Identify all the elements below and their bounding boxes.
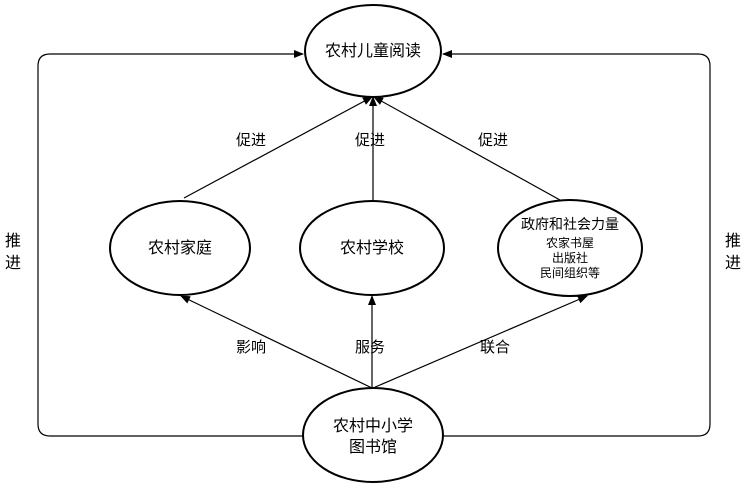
node-label-top: 农村儿童阅读	[324, 41, 421, 60]
edge-family-to-reading	[183, 96, 373, 199]
side-char: 推	[4, 231, 21, 250]
edge-label-promote: 促进	[355, 131, 386, 149]
edge-label-unite: 联合	[480, 338, 511, 356]
side-char: 进	[4, 253, 21, 272]
node-rural-school-library	[302, 387, 444, 483]
edge-right-loop	[442, 50, 711, 437]
node-label-library-line1: 农村中小学	[332, 416, 413, 435]
edge-left-loop	[37, 50, 304, 437]
node-label-family: 农村家庭	[147, 238, 212, 257]
node-label-school: 农村学校	[339, 238, 404, 257]
edge-gov-to-reading	[373, 96, 561, 201]
side-label-left: 推 进	[4, 230, 22, 274]
node-government-social-forces	[497, 199, 643, 297]
node-label-library-line2: 图书馆	[348, 437, 397, 456]
edge-library-to-gov	[372, 295, 588, 389]
edge-label-influence: 影响	[236, 338, 267, 356]
edge-label-serve: 服务	[355, 338, 386, 356]
edge-label-promote: 促进	[236, 131, 267, 149]
node-label-gov-item: 农家书屋	[545, 236, 594, 250]
node-label-gov-title: 政府和社会力量	[521, 217, 619, 233]
side-label-right: 推 进	[724, 230, 742, 274]
side-char: 推	[724, 231, 741, 250]
side-char: 进	[724, 253, 741, 272]
node-rural-family	[109, 200, 251, 296]
node-label-gov-item: 出版社	[551, 251, 588, 265]
edge-library-to-family	[180, 295, 373, 389]
node-label-gov-item: 民间组织等	[539, 266, 600, 280]
edge-label-promote: 促进	[478, 131, 509, 149]
